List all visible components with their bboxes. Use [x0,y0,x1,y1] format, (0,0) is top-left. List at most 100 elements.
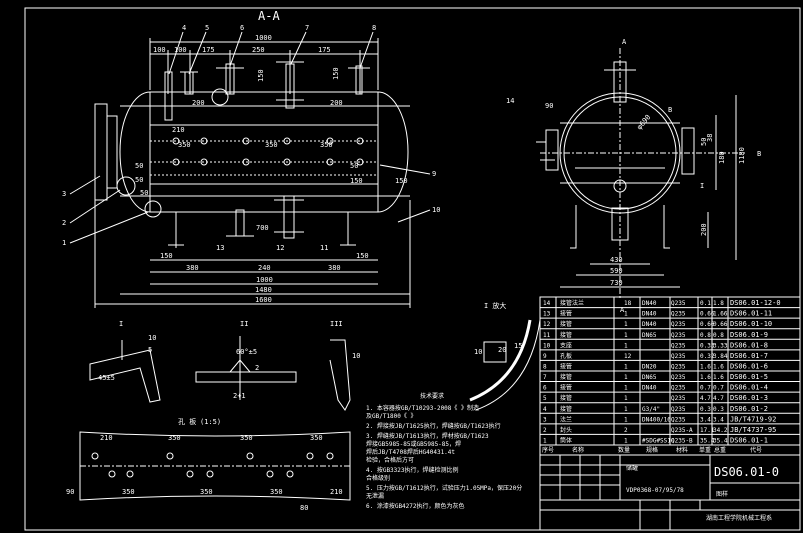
bom-cell-no: 3 [543,416,547,423]
bom-cell-mat: Q235 [671,321,686,328]
detail-i-10: 10 [148,334,156,342]
plate-scale: (1:5) [200,418,221,426]
detail-iii-label: III [330,320,343,328]
plate-350-f: 350 [270,488,283,496]
bom-cell-spec: #SDG#SS10 [642,437,675,444]
bom-cell-spec: DN65 [642,332,657,339]
dim-150-l: 150 [350,177,363,185]
bom-cell-mat: Q235 [671,332,686,339]
plate-350-a: 350 [168,434,181,442]
end-view-430: 430 [610,256,623,264]
callout-3: 3 [62,190,66,198]
end-view-b2: B [668,106,672,114]
end-view: A A B B I 14 φ690 90 50 38 180 1180 430 … [506,38,761,314]
bom-cell-spec: DN40 [642,321,657,328]
end-view-180: 180 [718,151,726,164]
plate-210-b: 210 [330,488,343,496]
callout-10: 10 [432,206,440,214]
bom-cell-name: 接管 [560,320,572,328]
plate-title: 孔 板 [178,417,196,426]
bom-cell-qty: 2 [624,427,628,434]
bottom-380-b: 380 [328,264,341,272]
bom-cell-spec: DN20 [642,363,657,370]
bom-cell-qty: 18 [624,300,632,307]
bom-cell-qty: 1 [624,363,628,370]
title-name: 储罐 [626,464,638,472]
bom-cell-w: 0.32 [700,353,715,360]
plate-210-a: 210 [100,434,113,442]
bom-cell-no: 12 [543,321,551,328]
nozzle-height-1: 150 [257,69,265,82]
bom-cell-tw: 0.66 [713,321,728,328]
end-view-b: B [757,150,761,158]
title-block: 序号 名称 数量 规格 材料 单重 总重 代号 DS06.01-0 储罐 VDP… [542,446,779,522]
notes-line-10: 5. 压力按GB/T1612执行，试验压力1.05MPa，保压20分 [366,484,522,492]
bom-cell-w: 0.8 [700,332,711,339]
bom-cell-code: DS06.01-4 [730,384,768,392]
callout-11: 11 [320,244,328,252]
end-view-dia: φ690 [635,113,652,131]
bom-cell-w: 0.66 [700,321,715,328]
bom-cell-no: 2 [543,427,547,434]
bom-cell-name: 接管 [560,405,572,413]
end-view-38: 38 [706,134,714,142]
bom-cell-no: 10 [543,342,551,349]
bom-cell-code: DS06.01-7 [730,352,768,360]
callout-13: 13 [216,244,224,252]
bom-header-name: 名称 [572,446,584,454]
detail-enlarge-20: 20 [498,346,506,354]
top-seg-2: 100 [174,46,187,54]
callout-1: 1 [62,239,66,247]
bom-cell-no: 8 [543,363,547,370]
bom-cell-tw: 0.3 [713,406,724,413]
bom-cell-tw: 0.7 [713,385,724,392]
company-name: 湖南工程学院机械工程系 [706,514,772,522]
bom-cell-name: 接管 [560,362,572,370]
bom-cell-no: 4 [543,406,547,413]
dim-350-b: 350 [265,141,278,149]
bom-cell-tw: 35.4 [713,437,728,444]
callout-9: 9 [432,170,436,178]
bom-cell-name: 接管 [560,384,572,392]
bom-cell-w: 35.4 [700,437,715,444]
detail-ii-label: II [240,320,248,328]
bom-cell-w: 3.4 [700,416,711,423]
bottom-150-a: 150 [160,252,173,260]
bom-cell-w: 0.66 [700,311,715,318]
detail-enlarge-label: I 放大 [484,301,506,310]
detail-i-45: 45±5 [98,374,115,382]
bom-header-no: 序号 [542,446,554,454]
end-view-1180: 1180 [738,147,746,164]
bom-cell-spec: DN40 [642,385,657,392]
bottom-380-a: 380 [186,264,199,272]
std-ref: VDP0368-07/95/78 [626,487,684,494]
bom-cell-no: 14 [543,300,551,307]
callout-2: 2 [62,219,66,227]
bottom-150-b: 150 [356,252,369,260]
bom-cell-qty: 1 [624,321,628,328]
dim-350-a: 350 [178,141,191,149]
bom-cell-name: 接管法兰 [560,299,584,307]
dim-210: 210 [172,126,185,134]
detail-enlarge-10: 10 [474,348,482,356]
dim-50-b: 50 [350,162,358,170]
end-view-callout-14: 14 [506,97,514,105]
bom-cell-qty: 1 [624,342,628,349]
callout-5: 5 [205,24,209,32]
plate-80: 80 [300,504,308,512]
drawing-frame [24,7,801,531]
inner-200-b: 200 [330,99,343,107]
detail-views: I II III I 放大 10 5 45±5 60°±5 2 2+1 10 2… [89,301,541,411]
bom-cell-name: 接管 [560,331,572,339]
end-view-a-bottom: A [620,306,625,314]
notes-line-1: 1. 本容器按GB/T10293-2008《 》制造 [366,404,479,412]
bom-cell-name: 支座 [560,341,572,349]
bom-cell-spec: G3/4" [642,406,660,413]
bom-cell-name: 接管 [560,373,572,381]
notes-line-5: 焊接GB5985-85或GB5985-85，焊 [366,440,461,448]
bom-cell-name: 接管 [560,310,572,318]
bottom-1600: 1600 [255,296,272,304]
bottom-1000: 1000 [256,276,273,284]
bom-cell-code: DS06.01-6 [730,362,768,370]
bom-cell-tw: 1.8 [713,300,724,307]
